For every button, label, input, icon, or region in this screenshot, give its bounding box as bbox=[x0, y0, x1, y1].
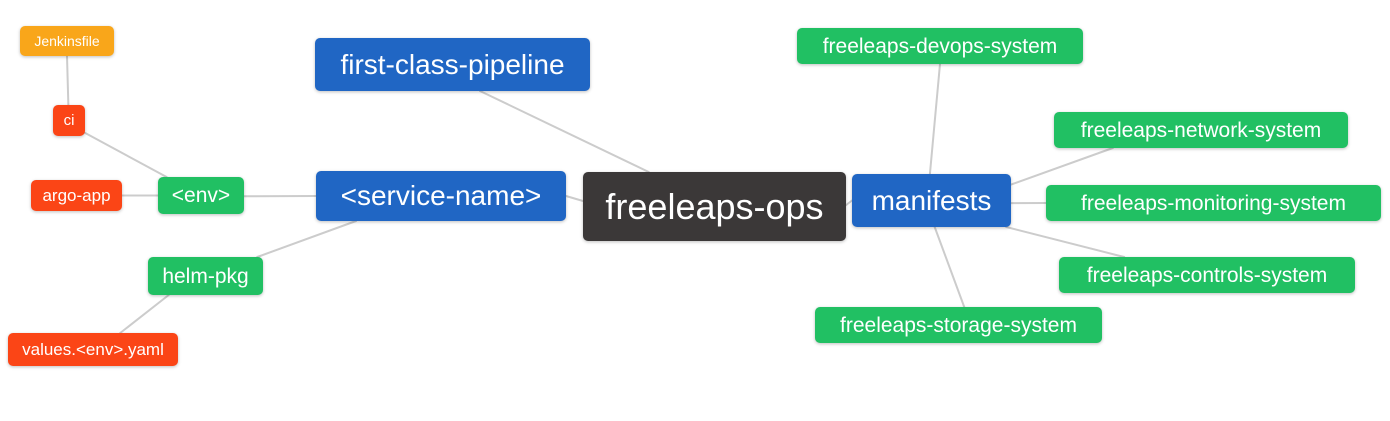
edge-manifests-to-controls-system bbox=[1005, 226, 1126, 258]
node-label: Jenkinsfile bbox=[34, 33, 100, 49]
node-ci[interactable]: ci bbox=[53, 105, 85, 136]
node-label: values.<env>.yaml bbox=[22, 340, 164, 359]
edge-ci-to-env bbox=[84, 131, 168, 178]
edge-manifests-to-devops-system bbox=[928, 63, 941, 175]
node-manifests[interactable]: manifests bbox=[852, 174, 1011, 227]
node-label: freeleaps-storage-system bbox=[840, 313, 1077, 337]
node-jenkinsfile[interactable]: Jenkinsfile bbox=[20, 26, 114, 56]
node-label: helm-pkg bbox=[162, 264, 249, 288]
node-env[interactable]: <env> bbox=[158, 177, 244, 214]
node-controls-system[interactable]: freeleaps-controls-system bbox=[1059, 257, 1355, 293]
node-helm-pkg[interactable]: helm-pkg bbox=[148, 257, 263, 295]
edge-freeleaps-ops-to-manifests bbox=[845, 199, 853, 207]
node-first-class-pipeline[interactable]: first-class-pipeline bbox=[315, 38, 590, 91]
node-freeleaps-ops[interactable]: freeleaps-ops bbox=[583, 172, 846, 241]
node-label: freeleaps-monitoring-system bbox=[1081, 191, 1346, 215]
edge-helm-pkg-to-service-name bbox=[256, 220, 357, 258]
node-label: first-class-pipeline bbox=[340, 48, 565, 80]
node-devops-system[interactable]: freeleaps-devops-system bbox=[797, 28, 1083, 64]
edge-values-env-yaml-to-helm-pkg bbox=[119, 294, 170, 334]
edge-service-name-to-freeleaps-ops bbox=[565, 195, 584, 202]
edge-first-class-pipeline-to-freeleaps-ops bbox=[479, 90, 650, 173]
node-label: manifests bbox=[871, 184, 992, 216]
node-monitoring-system[interactable]: freeleaps-monitoring-system bbox=[1046, 185, 1381, 221]
node-label: argo-app bbox=[42, 186, 111, 205]
node-label: freeleaps-devops-system bbox=[822, 34, 1058, 58]
node-label: <service-name> bbox=[340, 180, 542, 211]
node-label: ci bbox=[63, 112, 75, 129]
node-service-name[interactable]: <service-name> bbox=[316, 171, 566, 221]
node-storage-system[interactable]: freeleaps-storage-system bbox=[815, 307, 1102, 343]
edge-manifests-to-storage-system bbox=[933, 226, 966, 308]
node-network-system[interactable]: freeleaps-network-system bbox=[1054, 112, 1348, 148]
node-label: freeleaps-network-system bbox=[1080, 118, 1322, 142]
node-label: freeleaps-controls-system bbox=[1086, 263, 1328, 287]
edge-manifests-to-network-system bbox=[1010, 147, 1114, 186]
node-values-env-yaml[interactable]: values.<env>.yaml bbox=[8, 333, 178, 366]
edge-jenkinsfile-to-ci bbox=[66, 55, 70, 106]
node-label: <env> bbox=[171, 184, 231, 207]
node-argo-app[interactable]: argo-app bbox=[31, 180, 122, 211]
node-label: freeleaps-ops bbox=[605, 185, 824, 227]
